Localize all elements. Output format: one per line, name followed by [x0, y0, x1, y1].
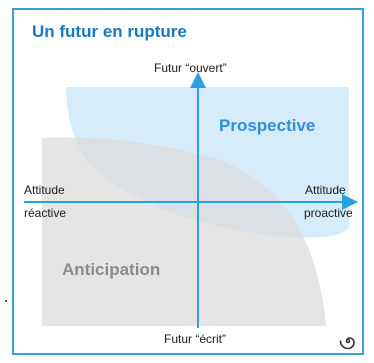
region-label-prospective: Prospective	[219, 116, 316, 135]
axis-label-top: Futur “ouvert”	[154, 61, 227, 75]
quadrant-diagram	[24, 72, 358, 328]
region-label-anticipation: Anticipation	[62, 260, 161, 279]
anticipation-region	[42, 137, 326, 326]
axis-label-bottom: Futur “écrit”	[164, 332, 227, 346]
diagram-title: Un futur en rupture	[32, 22, 187, 41]
stray-dot	[5, 300, 7, 302]
axis-label-left-line1: Attitude	[24, 183, 65, 197]
axis-label-right-line1: Attitude	[305, 183, 346, 197]
spiral-icon	[339, 337, 355, 350]
axis-label-left-line2: réactive	[24, 206, 67, 220]
axis-label-right-line2: proactive	[304, 206, 353, 220]
diagram-frame: Un futur en rupture Futur “ouvert” Futur…	[12, 8, 364, 355]
